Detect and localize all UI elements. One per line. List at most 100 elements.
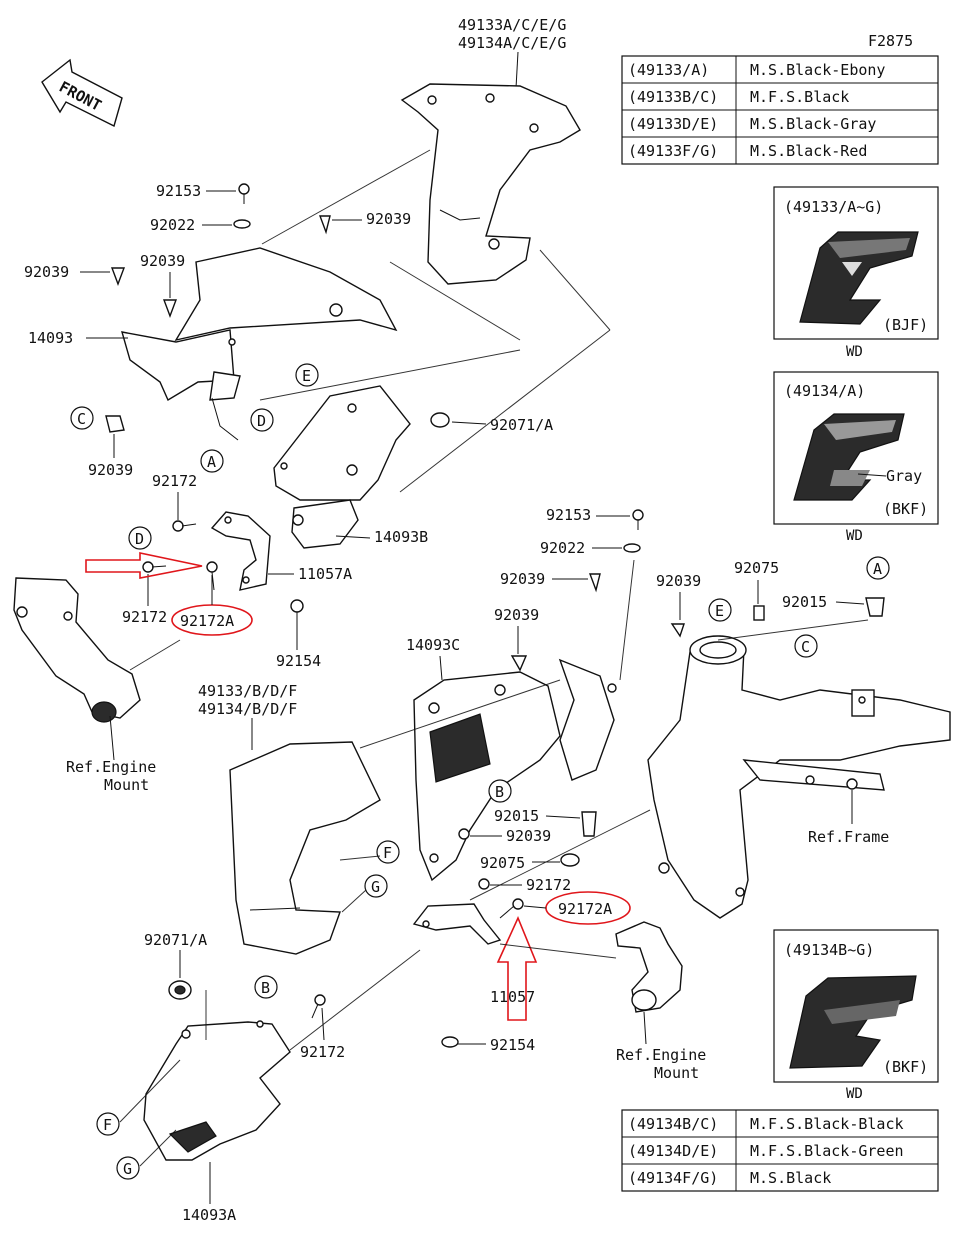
inset-footer: WD: [846, 528, 863, 544]
callout-e: E: [708, 598, 732, 622]
grommet-icon: [560, 853, 580, 867]
part-label-14093b: 14093B: [374, 528, 428, 546]
callout-a: A: [200, 449, 224, 473]
part-label-92039: 92039: [506, 827, 551, 845]
callout-b: B: [488, 779, 512, 803]
svg-text:E: E: [302, 367, 311, 385]
grommet-icon: [168, 980, 192, 1000]
callout-b: B: [254, 975, 278, 999]
part-number-top-a: 49133A/C/E/G: [458, 16, 566, 34]
part-label-14093a: 14093A: [182, 1206, 236, 1224]
inset-footer: WD: [846, 1086, 863, 1102]
part-label-92172: 92172: [526, 876, 571, 894]
part-label-92039: 92039: [24, 263, 69, 281]
table-cell-code: (49133/A): [628, 61, 709, 79]
table-cell-code: (49133D/E): [628, 115, 718, 133]
bracket-11057a: [210, 511, 271, 591]
ref-frame: Ref.Frame: [808, 828, 889, 846]
part-label-11057: 11057: [490, 988, 535, 1006]
table-cell-code: (49134F/G): [628, 1169, 718, 1187]
svg-text:E: E: [715, 602, 724, 620]
svg-text:G: G: [123, 1160, 132, 1178]
inset-code: (BKF): [883, 1058, 928, 1076]
bolt-icon: [172, 520, 197, 532]
color-table-top: (49133/A) M.S.Black-Ebony (49133B/C) M.F…: [621, 55, 939, 165]
part-label-92039: 92039: [140, 252, 185, 270]
bolt-icon: [142, 561, 167, 573]
inset-code: (BKF): [883, 500, 928, 518]
assembly-lines: [119, 149, 869, 1167]
inset-49134a: (49134/A) Gray (BKF) WD: [773, 371, 939, 544]
color-table-bottom: (49134B/C) M.F.S.Black-Black (49134D/E) …: [621, 1109, 939, 1192]
highlight-arrow-icon: [85, 552, 203, 579]
clip-icon: [162, 299, 178, 318]
inset-title: (49133/A~G): [784, 198, 883, 216]
grommet-icon: [430, 412, 450, 428]
callout-e: E: [295, 363, 319, 387]
bolt-icon: [499, 898, 524, 919]
svg-text:F: F: [383, 844, 392, 862]
part-label-92154: 92154: [490, 1036, 535, 1054]
clip-icon: [670, 623, 685, 638]
callout-c: C: [794, 634, 818, 658]
screw-icon: [238, 183, 250, 204]
part-number-bottom-a: 49133/B/D/F: [198, 682, 297, 700]
table-cell-color: M.F.S.Black: [750, 88, 849, 106]
callout-c: C: [70, 406, 94, 430]
table-cell-code: (49134D/E): [628, 1142, 718, 1160]
lower-shroud-part: [229, 741, 381, 955]
inset-code: (BJF): [883, 316, 928, 334]
part-label-92075: 92075: [480, 854, 525, 872]
inset-49134b: (49134B~G) (BKF) WD: [773, 929, 939, 1102]
nut-icon: [290, 599, 304, 613]
ref-engine-mount-left-b: Mount: [104, 776, 149, 794]
clip-icon: [458, 828, 470, 840]
collar-icon: [865, 597, 885, 617]
part-label-92015: 92015: [782, 593, 827, 611]
clip-icon: [110, 267, 126, 286]
part-label-92154: 92154: [276, 652, 321, 670]
frame-part: [647, 635, 951, 919]
upper-shroud-part: [400, 83, 581, 285]
part-label-92172: 92172: [122, 608, 167, 626]
callout-a: A: [866, 556, 890, 580]
table-cell-color: M.F.S.Black-Black: [750, 1115, 904, 1133]
washer-icon: [623, 543, 641, 553]
spacer-icon: [753, 605, 765, 621]
bracket-11057: [412, 903, 502, 945]
clip-icon: [318, 215, 331, 235]
inner-panel-14093: [121, 247, 398, 441]
screw-icon: [632, 509, 644, 530]
svg-text:D: D: [135, 530, 144, 548]
part-label-11057a: 11057A: [298, 565, 352, 583]
part-label-14093c: 14093C: [406, 636, 460, 654]
callout-g: G: [116, 1156, 140, 1180]
table-cell-code: (49133B/C): [628, 88, 718, 106]
part-label-92071a: 92071/A: [144, 931, 207, 949]
part-label-92172a: 92172A: [180, 612, 234, 630]
clip-icon: [588, 573, 601, 593]
engine-mount-right: [615, 921, 683, 1013]
svg-text:C: C: [77, 410, 86, 428]
part-number-bottom-b: 49134/B/D/F: [198, 700, 297, 718]
svg-text:A: A: [873, 560, 882, 578]
part-label-92022: 92022: [540, 539, 585, 557]
callout-g: G: [364, 874, 388, 898]
engine-mount-left: [13, 577, 141, 723]
collar-icon: [581, 811, 597, 837]
ref-engine-mount-right: Ref.Engine: [616, 1046, 706, 1064]
part-label-92172a: 92172A: [558, 900, 612, 918]
svg-text:B: B: [495, 783, 504, 801]
svg-text:A: A: [207, 453, 216, 471]
callout-f: F: [96, 1112, 120, 1136]
inset-title: (49134B~G): [784, 941, 874, 959]
table-cell-color: M.S.Black-Ebony: [750, 61, 885, 79]
svg-text:D: D: [257, 412, 266, 430]
svg-text:B: B: [261, 979, 270, 997]
svg-text:C: C: [801, 638, 810, 656]
inset-footer: WD: [846, 344, 863, 360]
part-label-92071a: 92071/A: [490, 416, 553, 434]
part-label-92153: 92153: [156, 182, 201, 200]
